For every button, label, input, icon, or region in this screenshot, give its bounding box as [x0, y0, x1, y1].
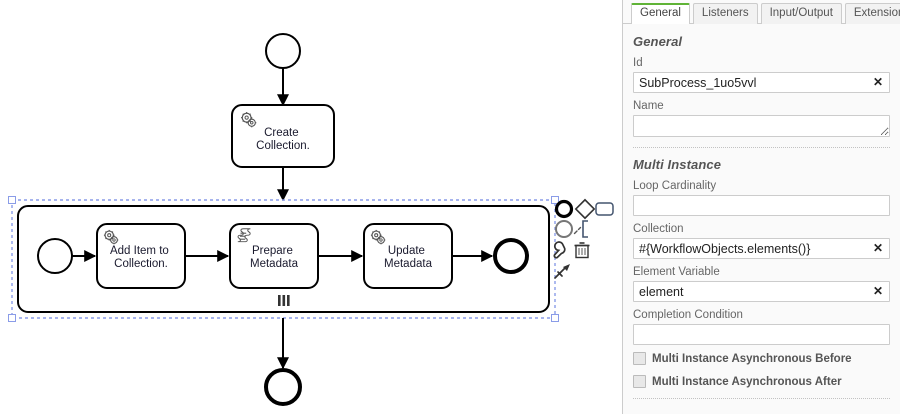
mi-async-before-label: Multi Instance Asynchronous Before — [652, 352, 852, 365]
append-task-icon[interactable] — [595, 202, 614, 216]
id-field-group: Id ✕ — [633, 57, 890, 93]
completion-condition-field-group: Completion Condition — [633, 309, 890, 345]
loop-cardinality-input[interactable] — [633, 195, 890, 216]
loop-cardinality-field-group: Loop Cardinality — [633, 180, 890, 216]
append-text-annotation-icon[interactable] — [573, 220, 589, 238]
change-type-wrench-icon[interactable] — [553, 241, 566, 259]
task-label: Create Collection. — [256, 127, 310, 152]
append-intermediate-event-icon[interactable] — [555, 220, 573, 238]
task-label: Add Item to Collection. — [110, 245, 172, 270]
id-clear-button[interactable]: ✕ — [872, 75, 884, 89]
script-task-icon — [237, 228, 251, 243]
parallel-multi-instance-marker — [278, 295, 290, 306]
id-input[interactable] — [633, 72, 890, 93]
element-variable-field-group: Element Variable ✕ — [633, 266, 890, 302]
task-add-item-to-collection[interactable]: Add Item to Collection. — [96, 223, 186, 289]
resize-handles[interactable] — [8, 196, 559, 322]
service-task-gear-icon — [370, 229, 386, 245]
name-textarea[interactable] — [633, 115, 890, 137]
completion-condition-input[interactable] — [633, 324, 890, 345]
task-prepare-metadata[interactable]: Prepare Metadata — [229, 223, 319, 289]
service-task-gear-icon — [241, 112, 257, 128]
mi-async-after-row[interactable]: Multi Instance Asynchronous After — [633, 375, 890, 388]
mi-async-before-checkbox[interactable] — [633, 352, 646, 365]
task-label: Prepare Metadata — [250, 245, 299, 270]
subprocess-start-event[interactable] — [37, 238, 73, 274]
task-update-metadata[interactable]: Update Metadata — [363, 223, 453, 289]
end-event[interactable] — [264, 368, 302, 406]
tab-input-output[interactable]: Input/Output — [760, 3, 842, 24]
tab-general[interactable]: General — [631, 3, 690, 24]
multi-instance-group-title: Multi Instance — [633, 157, 722, 172]
collection-field-group: Collection ✕ — [633, 223, 890, 259]
context-pad[interactable] — [553, 198, 614, 279]
properties-tabs[interactable]: General Listeners Input/Output Extension… — [623, 0, 900, 24]
general-group-title: General — [633, 34, 683, 49]
connect-tool-icon[interactable] — [554, 264, 570, 279]
properties-body: General Id ✕ Name Multi Instance Loop Ca… — [623, 24, 900, 414]
mi-async-after-checkbox[interactable] — [633, 375, 646, 388]
subprocess-end-event[interactable] — [493, 238, 529, 274]
id-label: Id — [633, 57, 643, 69]
loop-cardinality-label: Loop Cardinality — [633, 180, 717, 192]
name-field-group: Name — [633, 100, 890, 137]
collection-clear-button[interactable]: ✕ — [872, 241, 884, 255]
element-variable-clear-button[interactable]: ✕ — [872, 284, 884, 298]
task-create-collection[interactable]: Create Collection. — [231, 104, 335, 168]
properties-panel: General Listeners Input/Output Extension… — [622, 0, 900, 414]
section-divider — [633, 147, 890, 148]
element-variable-label: Element Variable — [633, 266, 720, 278]
name-label: Name — [633, 100, 664, 112]
collection-label: Collection — [633, 223, 684, 235]
service-task-gear-icon — [103, 229, 119, 245]
tab-extensions[interactable]: Extensions — [844, 3, 900, 24]
mi-async-after-label: Multi Instance Asynchronous After — [652, 375, 842, 388]
start-event[interactable] — [265, 33, 301, 69]
element-variable-input[interactable] — [633, 281, 890, 302]
mi-async-before-row[interactable]: Multi Instance Asynchronous Before — [633, 352, 890, 365]
tab-listeners[interactable]: Listeners — [692, 3, 758, 24]
multi-instance-subprocess[interactable]: Add Item to Collection. Prepare — [8, 196, 559, 322]
collection-input[interactable] — [633, 238, 890, 259]
task-label: Update Metadata — [384, 245, 433, 270]
append-end-event-icon[interactable] — [554, 199, 574, 219]
bottom-divider — [633, 398, 890, 399]
delete-trash-icon[interactable] — [574, 242, 590, 259]
bpmn-canvas[interactable]: Create Collection. — [0, 0, 622, 414]
completion-condition-label: Completion Condition — [633, 309, 743, 321]
append-gateway-icon[interactable] — [574, 198, 596, 220]
